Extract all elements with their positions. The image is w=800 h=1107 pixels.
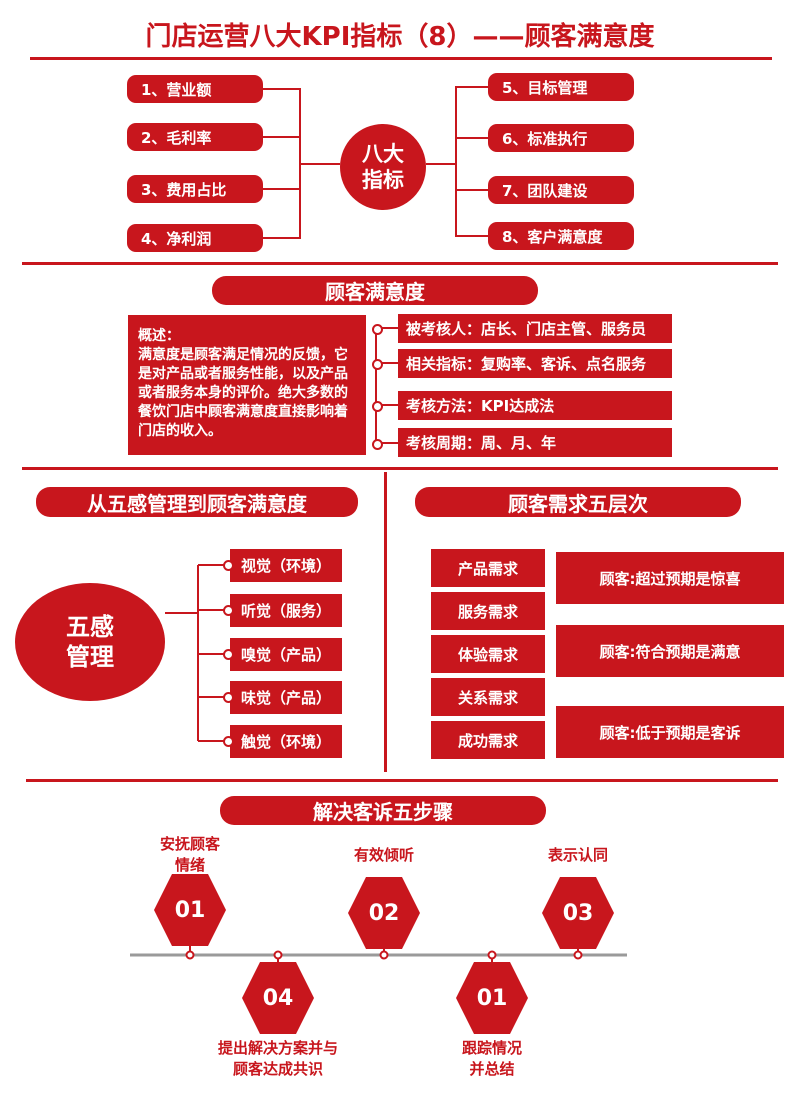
sense-item-5: 触觉（环境） xyxy=(230,725,342,758)
five-senses-heading: 从五感管理到顾客满意度 xyxy=(36,487,358,517)
kpi-item-1: 1、营业额 xyxy=(127,75,263,103)
satisfaction-dot-4 xyxy=(372,439,383,450)
hexagon-step-1 xyxy=(154,874,226,946)
hexagon-step-5 xyxy=(456,962,528,1034)
kpi-center-circle: 八大指标 xyxy=(340,124,426,210)
kpi-item-5: 5、目标管理 xyxy=(488,73,634,101)
satisfaction-item-2: 相关指标：复购率、客诉、点名服务 xyxy=(398,349,672,378)
sense-dot-3 xyxy=(223,649,234,660)
sense-dot-4 xyxy=(223,692,234,703)
five-senses-center-line-2: 管理 xyxy=(66,643,114,671)
step-2-number: 02 xyxy=(368,900,400,926)
needs-heading: 顾客需求五层次 xyxy=(415,487,741,517)
five-senses-center-line-1: 五感 xyxy=(66,613,114,641)
kpi-item-8: 8、客户满意度 xyxy=(488,222,634,250)
need-outcome-3: 顾客:低于预期是客诉 xyxy=(556,706,784,758)
divider-vertical xyxy=(384,472,387,772)
step-4-number: 04 xyxy=(262,985,294,1011)
kpi-item-7: 7、团队建设 xyxy=(488,176,634,204)
step-1-number: 01 xyxy=(174,897,206,923)
sense-dot-5 xyxy=(223,736,234,747)
kpi-item-6: 6、标准执行 xyxy=(488,124,634,152)
step-2-label: 有效倾听 xyxy=(353,846,414,864)
satisfaction-item-1: 被考核人：店长、门店主管、服务员 xyxy=(398,314,672,343)
need-level-1: 产品需求 xyxy=(431,549,545,587)
kpi-item-4: 4、净利润 xyxy=(127,224,263,252)
divider-2 xyxy=(22,467,778,470)
satisfaction-overview: 概述： 满意度是顾客满足情况的反馈，它是对产品或者服务性能，以及产品或者服务本身… xyxy=(128,315,366,455)
satisfaction-heading: 顾客满意度 xyxy=(212,276,538,305)
kpi-center-line-2: 指标 xyxy=(362,168,404,192)
sense-item-1: 视觉（环境） xyxy=(230,549,342,582)
page-title: 门店运营八大KPI指标（8）——顾客满意度 xyxy=(145,22,655,52)
satisfaction-item-3: 考核方法：KPI达成法 xyxy=(398,391,672,420)
sense-dot-1 xyxy=(223,560,234,571)
kpi-item-2: 2、毛利率 xyxy=(127,123,263,151)
kpi-center-line-1: 八大 xyxy=(362,141,404,166)
complaints-heading: 解决客诉五步骤 xyxy=(220,796,546,825)
step-1-label: 安抚顾客 情绪 xyxy=(159,835,220,874)
step-5-number: 01 xyxy=(476,985,508,1011)
step-3-label: 表示认同 xyxy=(547,846,608,864)
divider-1 xyxy=(22,262,778,265)
hexagon-step-2 xyxy=(348,877,420,949)
sense-item-3: 嗅觉（产品） xyxy=(230,638,342,671)
divider-3 xyxy=(26,779,778,782)
sense-dot-2 xyxy=(223,605,234,616)
need-level-4: 关系需求 xyxy=(431,678,545,716)
need-outcome-1: 顾客:超过预期是惊喜 xyxy=(556,552,784,604)
hexagon-step-4 xyxy=(242,962,314,1034)
satisfaction-item-4: 考核周期：周、月、年 xyxy=(398,428,672,457)
five-senses-circle: 五感管理 xyxy=(15,583,165,701)
satisfaction-dot-1 xyxy=(372,324,383,335)
step-5-label: 跟踪情况 并总结 xyxy=(461,1039,522,1078)
hexagon-step-3 xyxy=(542,877,614,949)
need-outcome-2: 顾客:符合预期是满意 xyxy=(556,625,784,677)
satisfaction-dot-3 xyxy=(372,401,383,412)
sense-item-4: 味觉（产品） xyxy=(230,681,342,714)
need-level-2: 服务需求 xyxy=(431,592,545,630)
sense-item-2: 听觉（服务） xyxy=(230,594,342,627)
need-level-3: 体验需求 xyxy=(431,635,545,673)
divider-title xyxy=(30,57,772,60)
step-4-label: 提出解决方案并与 顾客达成共识 xyxy=(217,1039,338,1078)
need-level-5: 成功需求 xyxy=(431,721,545,759)
satisfaction-dot-2 xyxy=(372,359,383,370)
kpi-item-3: 3、费用占比 xyxy=(127,175,263,203)
step-3-number: 03 xyxy=(562,900,594,926)
